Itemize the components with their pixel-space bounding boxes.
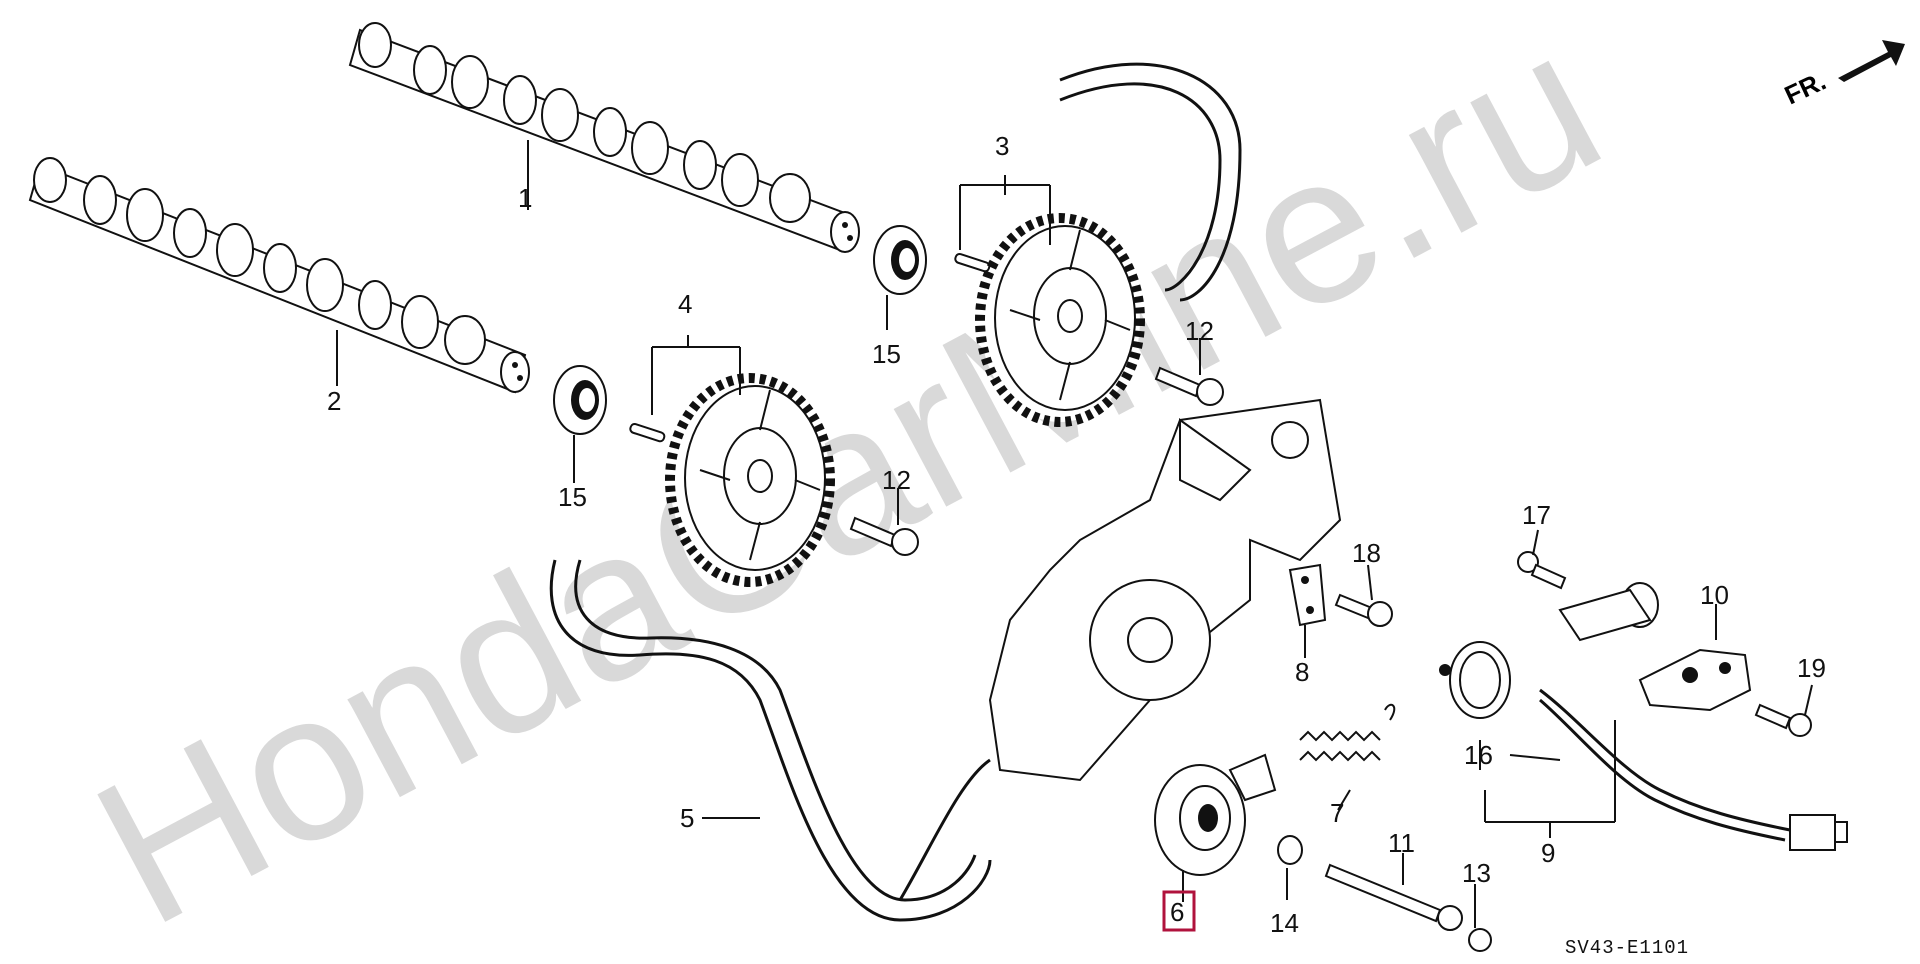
callout-10[interactable]: 10 — [1700, 580, 1729, 610]
washer[interactable] — [1277, 835, 1303, 865]
tensioner-bolt[interactable] — [1324, 863, 1463, 931]
front-arrow-icon — [1838, 40, 1905, 82]
timing-belt-tensioner[interactable] — [1154, 753, 1277, 876]
oil-seal-lower[interactable] — [553, 365, 607, 435]
back-cover — [988, 398, 1342, 782]
callout-13[interactable]: 13 — [1462, 858, 1491, 888]
callout-6[interactable]: 6 — [1170, 897, 1184, 927]
callout-14[interactable]: 14 — [1270, 908, 1299, 938]
callout-15-upper[interactable]: 15 — [872, 339, 901, 369]
camshaft-lower[interactable] — [28, 157, 530, 394]
callout-labels: 1 2 3 4 5 6 7 8 9 10 11 12 12 13 14 15 1… — [327, 131, 1826, 938]
callout-9[interactable]: 9 — [1541, 838, 1555, 868]
oil-seal-upper[interactable] — [873, 225, 927, 295]
callout-3[interactable]: 3 — [995, 131, 1009, 161]
front-direction-label: FR. — [1780, 66, 1831, 111]
bolt-19[interactable] — [1754, 703, 1812, 737]
callout-4[interactable]: 4 — [678, 289, 692, 319]
front-direction-marker: FR. — [1780, 40, 1905, 110]
diagram-code: SV43-E1101 — [1565, 937, 1689, 959]
callout-2[interactable]: 2 — [327, 386, 341, 416]
leader-lines — [336, 140, 1813, 928]
watermark: HondaCarMine.ru — [61, 0, 1635, 964]
callout-17[interactable]: 17 — [1522, 500, 1551, 530]
camshaft-pulley-upper[interactable] — [975, 213, 1145, 427]
pulley-bolt-lower[interactable] — [849, 516, 919, 556]
callout-8[interactable]: 8 — [1295, 657, 1309, 687]
callout-11[interactable]: 11 — [1388, 828, 1415, 858]
tensioner-spring[interactable] — [1299, 703, 1396, 762]
camshaft-upper[interactable] — [348, 22, 860, 253]
bolt-17[interactable] — [1517, 551, 1567, 590]
timing-belt[interactable] — [549, 62, 1242, 922]
camshaft-pulley-lower[interactable] — [665, 373, 835, 587]
callout-1[interactable]: 1 — [518, 183, 532, 213]
callout-16[interactable]: 16 — [1464, 740, 1493, 770]
sensor-bracket[interactable] — [1638, 648, 1752, 712]
dowel-pin-upper[interactable] — [954, 252, 991, 273]
callout-12-lower[interactable]: 12 — [882, 465, 911, 495]
callout-5[interactable]: 5 — [680, 803, 694, 833]
callout-7[interactable]: 7 — [1330, 798, 1344, 828]
bracket[interactable] — [1288, 563, 1327, 627]
callout-15-lower[interactable]: 15 — [558, 482, 587, 512]
callout-18[interactable]: 18 — [1352, 538, 1381, 568]
nut[interactable] — [1468, 928, 1492, 952]
callout-6-highlight — [1162, 890, 1196, 932]
sensor-clamp[interactable] — [1439, 641, 1511, 719]
bolt-18[interactable] — [1334, 593, 1393, 627]
watermark-text: HondaCarMine.ru — [61, 0, 1635, 959]
dowel-pin-lower[interactable] — [629, 422, 666, 443]
callout-12-upper[interactable]: 12 — [1185, 316, 1214, 346]
sensor-harness[interactable] — [1539, 582, 1848, 851]
pulley-bolt-upper[interactable] — [1154, 366, 1224, 406]
callout-19[interactable]: 19 — [1797, 653, 1826, 683]
